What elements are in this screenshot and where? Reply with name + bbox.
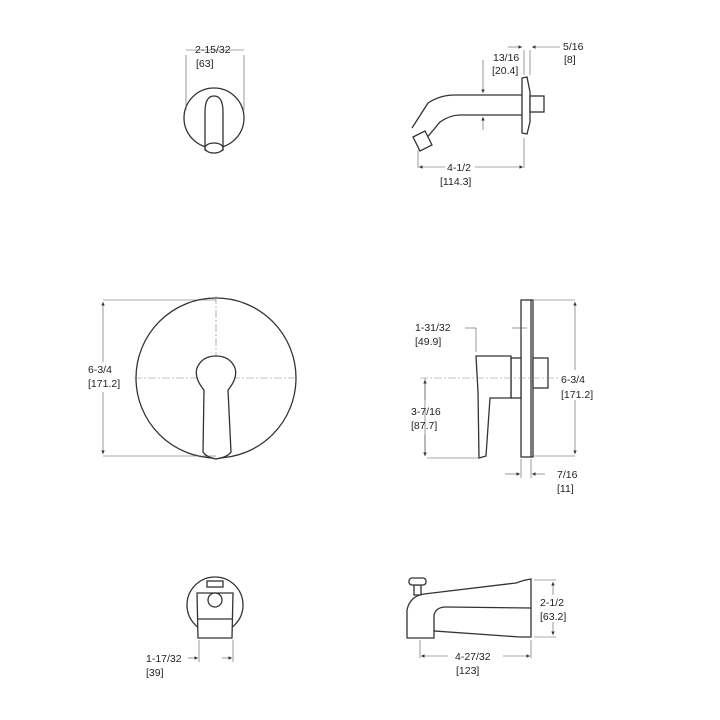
- dim-in: 2-15/32: [195, 44, 231, 56]
- dim-in: 6-3/4: [88, 364, 112, 376]
- shower-arm-side-view: 13/16 [20.4] 5/16 [8] 4-1/2 [114.3]: [411, 41, 584, 188]
- dim-in: 5/16: [563, 41, 584, 53]
- dim-mm: [171.2]: [561, 389, 593, 401]
- dim-in: 1-31/32: [415, 322, 451, 334]
- dim-mm: [63]: [196, 58, 214, 70]
- dim-mm: [49.9]: [415, 336, 441, 348]
- tub-spout-side-view: 2-1/2 [63.2] 4-27/32 [123]: [406, 577, 566, 677]
- valve-trim-front-view: 6-3/4 [171.2]: [88, 296, 298, 460]
- shower-head-front-view: 2-15/32 [63]: [183, 44, 245, 154]
- dim-in: 2-1/2: [540, 597, 564, 609]
- dim-mm: [8]: [564, 54, 576, 66]
- tub-spout-front-view: 1-17/32 [39]: [146, 576, 244, 679]
- dim-mm: [20.4]: [492, 65, 518, 77]
- dim-in: 6-3/4: [561, 374, 585, 386]
- dim-in: 1-17/32: [146, 653, 182, 665]
- dim-in: 13/16: [493, 52, 519, 64]
- dim-mm: [123]: [456, 665, 479, 677]
- dim-mm: [87.7]: [411, 420, 437, 432]
- dim-mm: [11]: [557, 483, 574, 495]
- dim-in: 4-27/32: [455, 651, 491, 663]
- valve-trim-side-view: 1-31/32 [49.9] 3-7/16 [87.7] 6-3/4 [171.…: [411, 299, 593, 495]
- dim-in: 3-7/16: [411, 406, 441, 418]
- dim-mm: [63.2]: [540, 611, 566, 623]
- dim-mm: [171.2]: [88, 378, 120, 390]
- dim-mm: [39]: [146, 667, 164, 679]
- dim-mm: [114.3]: [440, 176, 471, 188]
- dim-in: 7/16: [557, 469, 578, 481]
- dim-in: 4-1/2: [447, 162, 471, 174]
